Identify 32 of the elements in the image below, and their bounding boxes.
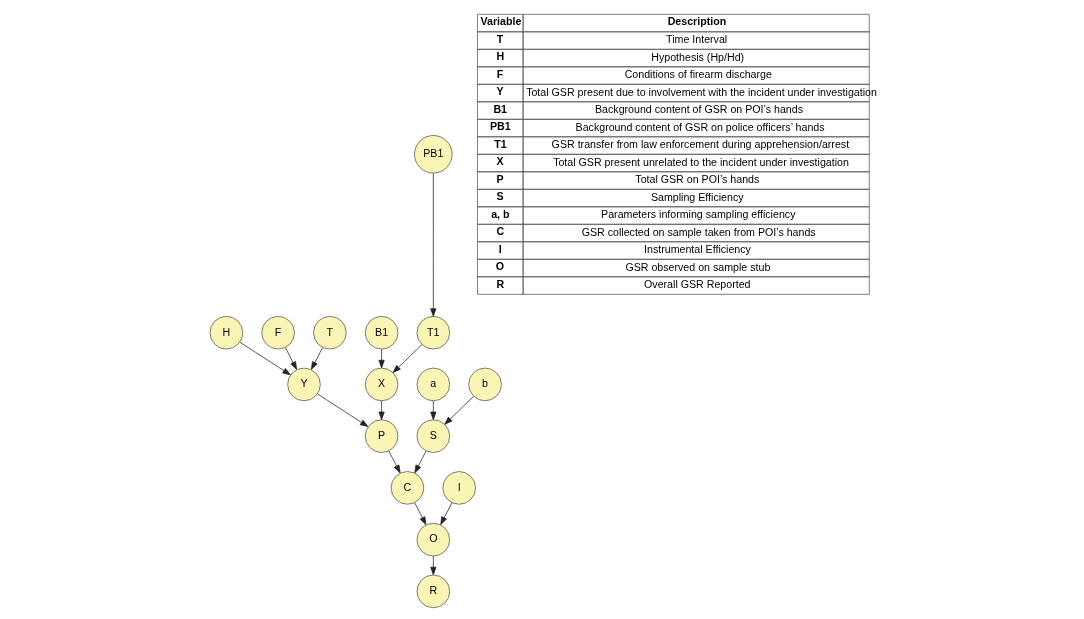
label: T1: [493, 137, 507, 150]
label: X: [495, 155, 504, 168]
label: GSR observed on sample stub: [624, 260, 770, 273]
label: R: [495, 277, 504, 290]
label: B1: [492, 102, 507, 115]
label: GSR collected on sample taken from POI’s hands: [581, 225, 816, 238]
label: P: [495, 172, 504, 185]
label: Total GSR present unrelated to the incident under investigation: [552, 155, 849, 168]
label: Background content of GSR on POI’s hands: [594, 103, 803, 116]
label: GSR transfer from law enforcement during apprehension/arrest: [551, 138, 849, 151]
label: Background content of GSR on police officers’ hands: [575, 120, 825, 133]
label: O: [495, 260, 504, 273]
label: Sampling Efficiency: [650, 190, 744, 203]
label: Parameters informing sampling efficiency: [600, 208, 795, 221]
label: Hypothesis (Hp/Hd): [650, 50, 744, 63]
label: Variable: [480, 15, 521, 28]
label: Total GSR present due to involvement with the incident under investigation: [525, 85, 877, 98]
label: Y: [495, 85, 504, 98]
label: a, b: [490, 207, 509, 220]
label: Instrumental Efficiency: [643, 243, 751, 256]
label: Total GSR on POI’s hands: [634, 173, 759, 186]
label: PB1: [489, 120, 511, 133]
label: T: [496, 32, 503, 45]
label: C: [495, 225, 504, 238]
label: Conditions of firearm discharge: [624, 68, 772, 81]
label: Time Interval: [665, 33, 727, 46]
label: F: [496, 67, 503, 80]
label: S: [495, 190, 504, 203]
label: Description: [667, 15, 726, 28]
label: Overall GSR Reported: [643, 278, 751, 291]
label: I: [498, 242, 502, 255]
label: H: [495, 50, 504, 63]
